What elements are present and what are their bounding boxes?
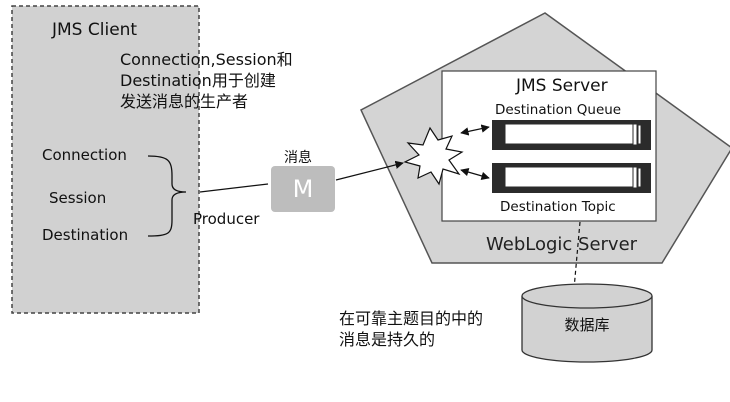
database-label: 数据库: [564, 316, 610, 334]
destination-topic-label: Destination Topic: [500, 199, 616, 215]
message-box: [271, 166, 335, 212]
destination-topic-bar: [492, 163, 651, 193]
durable-note: 在可靠主题目的中的 消息是持久的: [339, 309, 484, 349]
burst-icon: [403, 126, 464, 186]
queue-arrow: [460, 124, 490, 136]
producer-label: Producer: [193, 210, 260, 228]
jms-client-title: JMS Client: [52, 20, 138, 40]
client-brace: [147, 155, 187, 237]
weblogic-server-label: WebLogic Server: [486, 234, 638, 255]
message-arrow: [335, 160, 404, 181]
connection-label: Connection: [42, 146, 127, 164]
topic-arrow: [460, 168, 490, 180]
message-label: 消息: [284, 150, 312, 166]
producer-line: [199, 183, 269, 193]
jms-server-title: JMS Server: [516, 76, 608, 96]
database-cylinder: [521, 283, 653, 363]
session-label: Session: [49, 189, 107, 207]
destination-queue-label: Destination Queue: [495, 102, 622, 118]
client-note: Connection,Session和 Destination用于创建 发送消息…: [120, 50, 293, 111]
message-letter: M: [292, 174, 314, 203]
destination-queue-bar: [492, 120, 651, 150]
destination-label: Destination: [42, 226, 129, 244]
